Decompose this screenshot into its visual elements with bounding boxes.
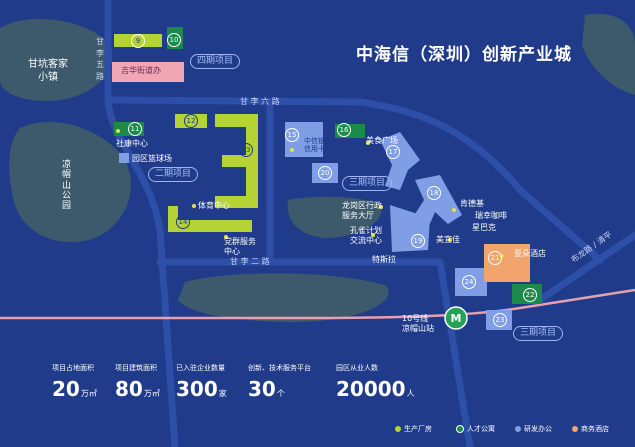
building-number-22: 22 (523, 288, 537, 302)
road-east (436, 258, 474, 447)
label-basketball: 园区篮球场 (132, 154, 172, 163)
stat-caption: 创新、技术服务平台 (248, 364, 311, 372)
building-number-20: 20 (318, 166, 332, 180)
label-family: 孔雀计划 交流中心 (350, 226, 382, 245)
label-luckin: 瑞幸咖啡 (475, 211, 507, 220)
stat-employees: 园区从业人数 20000人 (336, 363, 415, 401)
label-longgang: 龙岗区行政 服务大厅 (342, 201, 382, 220)
stat-caption: 园区从业人数 (336, 364, 378, 372)
label-sports: 体育中心 (198, 201, 230, 210)
building-number-19: 19 (411, 234, 425, 248)
legend-label: 商务酒店 (581, 425, 609, 433)
label-shekang: 社康中心 (116, 139, 148, 148)
road-label-ganli5: 甘 李 五 路 (96, 37, 104, 81)
legend-production: 生产厂房 (395, 424, 432, 434)
building-number-9: 9 (131, 34, 145, 48)
label-ganken: 甘坑客家 小镇 (28, 59, 68, 83)
building-number-24: 24 (462, 275, 476, 289)
building-18 (410, 175, 462, 228)
stat-value: 30 (248, 377, 276, 401)
building-jihua (112, 62, 184, 82)
label-meiyi: 美宜佳 (436, 235, 460, 244)
stat-companies: 已入驻企业数量 300家 (176, 363, 227, 401)
label-tesla: 特斯拉 (372, 255, 396, 264)
east-hill (582, 13, 635, 95)
label-metro: 10号线 凉帽山站 (402, 314, 434, 333)
building-number-18: 18 (427, 186, 441, 200)
building-number-10: 10 (167, 33, 181, 47)
label-party: 党群服务 中心 (224, 237, 256, 256)
basketball-court (119, 153, 129, 163)
phase-2-tag: 二期项目 (148, 167, 199, 182)
road-ganli6 (104, 96, 604, 264)
building-number-14: 14 (176, 215, 190, 229)
building-number-17: 17 (386, 145, 400, 159)
building-number-23: 23 (493, 313, 507, 327)
legend-swatch (395, 426, 401, 432)
road-label-ganli6: 甘 李 六 路 (240, 97, 280, 106)
liangmao-hill (9, 122, 131, 243)
phase-4-tag: 四期项目 (190, 54, 241, 69)
stat-caption: 已入驻企业数量 (176, 364, 225, 372)
south-hill (178, 273, 389, 322)
building-13 (215, 114, 258, 208)
label-liangmao: 凉 帽 山 公 园 (62, 160, 72, 212)
legend-swatch (515, 426, 521, 432)
legend-swatch (456, 425, 464, 433)
legend-label: 人才公寓 (467, 425, 495, 433)
metro-line (0, 288, 635, 320)
stat-value: 20000 (336, 377, 406, 401)
label-food: 美食广场 (366, 136, 398, 145)
ganken-hill (0, 18, 113, 101)
building-number-21: 21 (488, 251, 502, 265)
stat-value: 300 (176, 377, 218, 401)
road-label-ganli2: 甘 李 二 路 (230, 257, 270, 266)
legend-apartment: 人才公寓 (456, 424, 495, 434)
stat-platforms: 创新、技术服务平台 30个 (248, 363, 311, 401)
stat-unit: 家 (218, 389, 227, 398)
stat-caption: 项目占地面积 (52, 364, 94, 372)
label-starbucks: 星巴克 (472, 223, 496, 232)
stat-value: 80 (115, 377, 143, 401)
stat-unit: 个 (276, 389, 285, 398)
stat-caption: 项目建筑面积 (115, 364, 157, 372)
svg-text:M: M (451, 312, 462, 325)
page-title: 中海信（深圳）创新产业城 (356, 45, 572, 65)
stat-unit: 人 (406, 389, 415, 398)
legend-hotel: 商务酒店 (572, 424, 609, 434)
legend-label: 研发办公 (524, 425, 552, 433)
building-number-13: 13 (239, 143, 253, 157)
label-atour: 亚朵酒店 (514, 249, 546, 258)
road-ganli5 (104, 0, 179, 447)
stat-building-area: 项目建筑面积 80万㎡ (115, 363, 160, 401)
stat-land-area: 项目占地面积 20万㎡ (52, 363, 97, 401)
metro-station-icon (444, 306, 468, 330)
building-number-15: 15 (285, 128, 299, 142)
building-number-11: 11 (128, 122, 142, 136)
stat-unit: 万㎡ (143, 389, 160, 398)
label-kfc: 肯德基 (460, 199, 484, 208)
road-buji (536, 231, 635, 304)
label-jihua: 吉华街道办 (121, 66, 161, 75)
legend-swatch (572, 426, 578, 432)
legend-office: 研发办公 (515, 424, 552, 434)
stat-unit: 万㎡ (80, 389, 97, 398)
stat-value: 20 (52, 377, 80, 401)
phase-3-tag-a: 三期项目 (342, 176, 393, 191)
phase-3-tag-b: 三期项目 (513, 326, 564, 341)
building-number-12: 12 (184, 114, 198, 128)
mid-hill (287, 196, 382, 238)
legend-label: 生产厂房 (404, 425, 432, 433)
label-citic: 中信银行 信用卡中心 (304, 137, 339, 154)
building-number-16: 16 (337, 123, 351, 137)
